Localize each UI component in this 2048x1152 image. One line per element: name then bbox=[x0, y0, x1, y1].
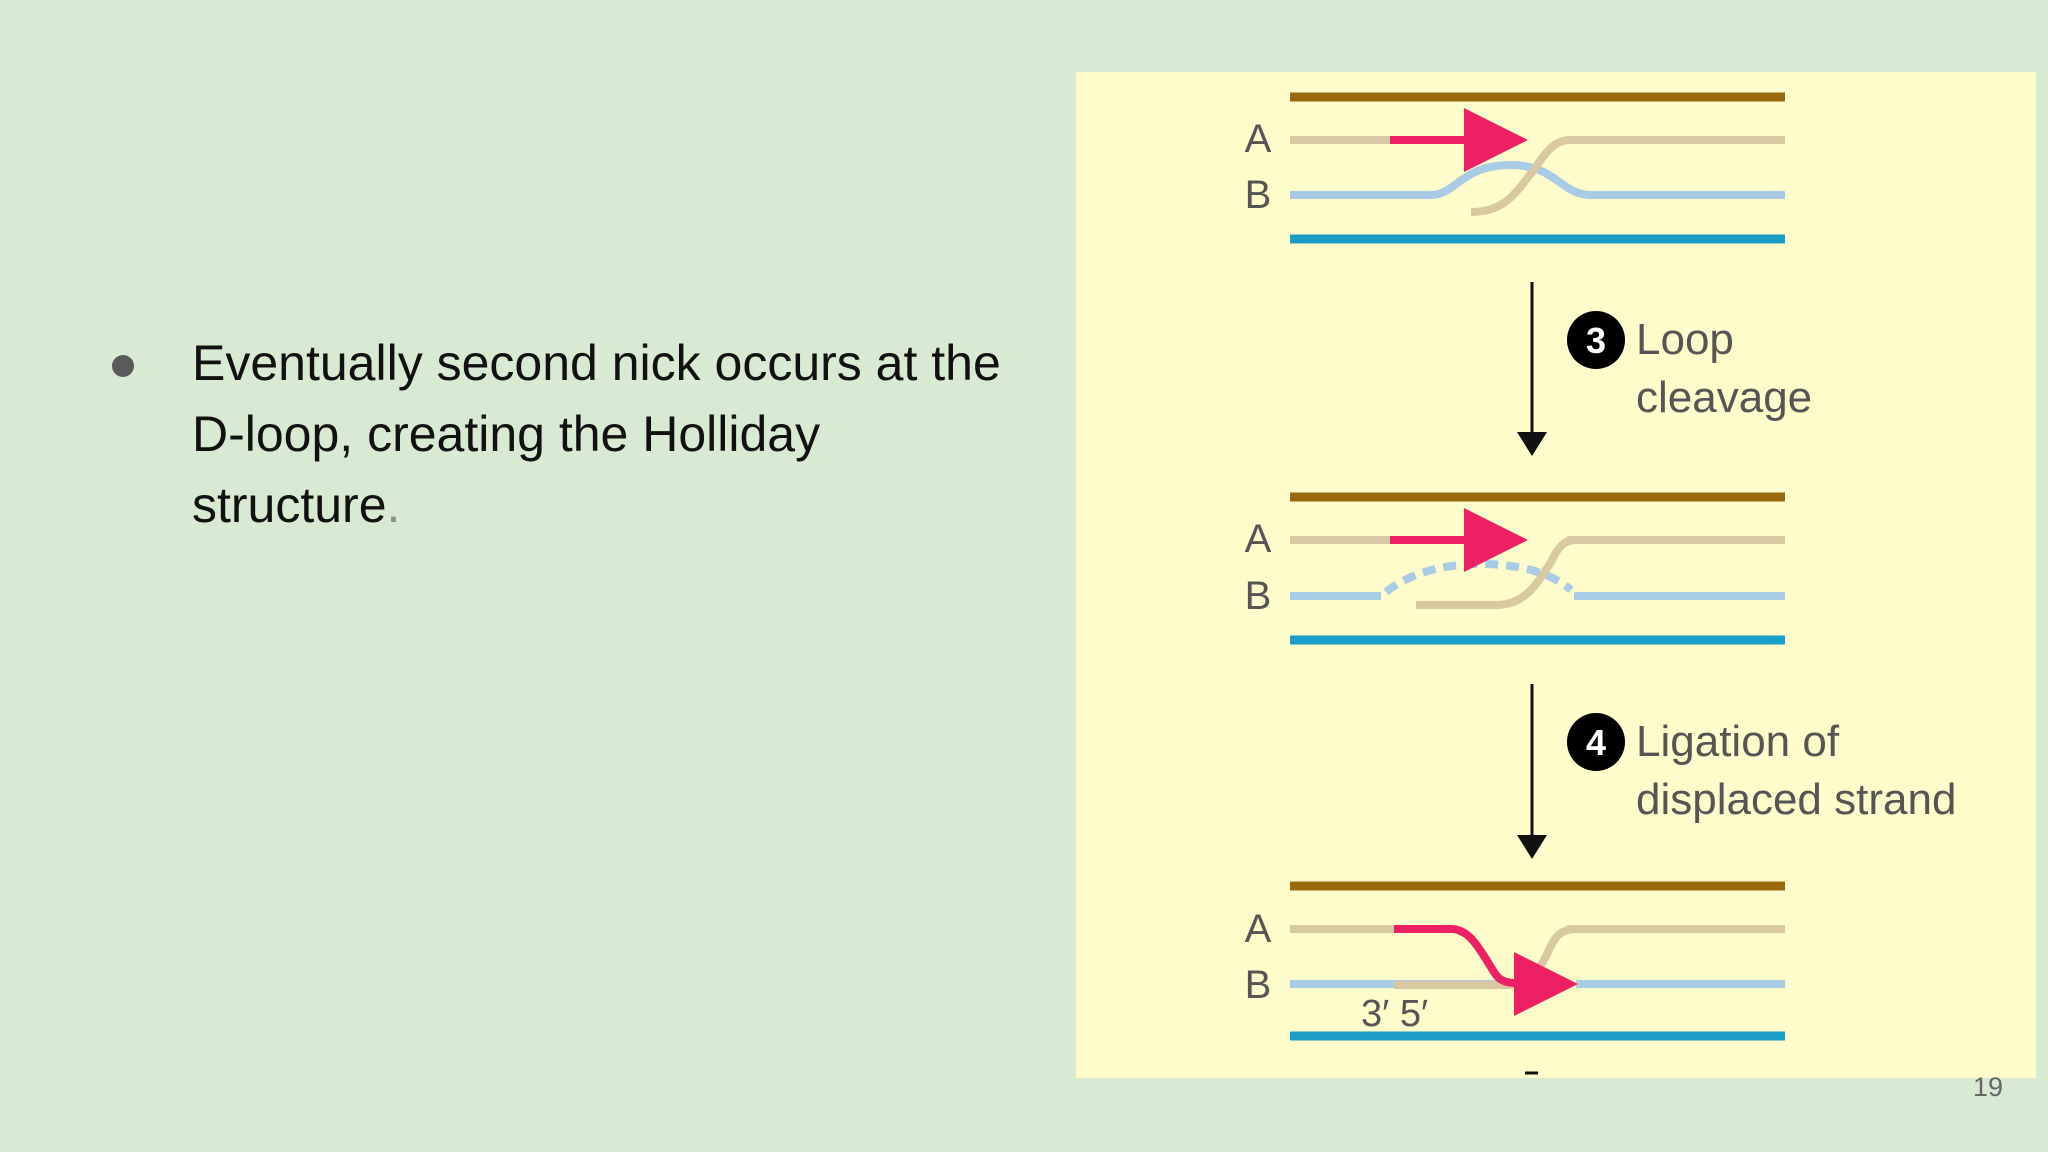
bullet-text-body: Eventually second nick occurs at the D-l… bbox=[192, 335, 1001, 533]
invading-strand bbox=[1416, 536, 1577, 609]
step-label-line2: displaced strand bbox=[1636, 775, 1956, 824]
bullet-text: Eventually second nick occurs at the D-l… bbox=[192, 328, 1040, 541]
step-3: 3 Loop cleavage bbox=[1517, 282, 1812, 456]
strand-label-b: B bbox=[1245, 173, 1272, 217]
bullet-list: Eventually second nick occurs at the D-l… bbox=[110, 328, 1040, 541]
step-label-line1: Loop bbox=[1636, 315, 1734, 364]
step-label-line1: Ligation of bbox=[1636, 717, 1840, 766]
panel-loop-cleavage: A B bbox=[1245, 492, 1785, 645]
bullet-period: . bbox=[386, 477, 401, 533]
new-dna-arrow bbox=[1394, 925, 1578, 1016]
step-number-badge bbox=[1567, 311, 1625, 369]
end-labels: 3′ 5′ bbox=[1361, 993, 1428, 1035]
bullet-item: Eventually second nick occurs at the D-l… bbox=[110, 328, 1040, 541]
strand-label-a: A bbox=[1245, 117, 1272, 161]
page-number: 19 bbox=[1972, 1072, 2003, 1102]
step-label-line2: cleavage bbox=[1636, 373, 1812, 422]
strand-label-b: B bbox=[1245, 963, 1272, 1007]
panel-ligation: A B 3′ 5′ bbox=[1245, 881, 1785, 1041]
strand-label-b: B bbox=[1245, 574, 1272, 618]
panel-initial: A B bbox=[1245, 92, 1785, 244]
step-4: 4 Ligation of displaced strand bbox=[1517, 684, 1956, 859]
holliday-diagram: A B 3 Loop cleavage A B 4 bbox=[1076, 72, 2036, 1078]
step-number: 4 bbox=[1586, 722, 1606, 763]
invading-strand bbox=[1470, 136, 1572, 216]
strand-label-a: A bbox=[1245, 907, 1272, 951]
step-number-badge bbox=[1567, 713, 1625, 771]
holliday-diagram-svg: A B 3 Loop cleavage A B 4 bbox=[1245, 92, 1956, 1075]
bullet-dot-icon bbox=[112, 355, 134, 377]
strand-label-a: A bbox=[1245, 517, 1272, 561]
cleaved-loop bbox=[1383, 559, 1574, 596]
step-number: 3 bbox=[1586, 320, 1606, 361]
